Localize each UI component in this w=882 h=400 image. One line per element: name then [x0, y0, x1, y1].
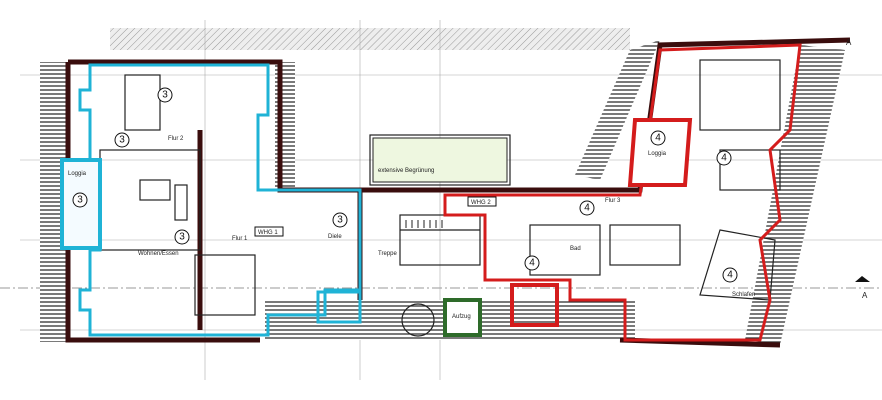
room-label-loggia: Loggia: [68, 171, 87, 177]
unit-number-4: 4: [529, 258, 535, 269]
balcony-unit-4: [510, 283, 559, 327]
unit-1-label: WHG 1: [258, 230, 278, 236]
room-label-diele: Diele: [328, 234, 342, 240]
balcony-unit-3: [316, 290, 362, 324]
room-label-hall-3: Flur 3: [605, 198, 621, 204]
section-arrow-icon: [855, 276, 870, 282]
unit-number-4: 4: [727, 270, 733, 281]
unit-4-outline: [443, 43, 802, 342]
loggia-right: [627, 118, 693, 187]
room-label-hall-1: Flur 1: [232, 236, 248, 242]
room-label-bath: Bad: [570, 246, 581, 252]
unit-2-tag: [467, 196, 497, 207]
unit-3-outline: [78, 63, 362, 337]
unit-number-markers: [72, 87, 738, 283]
unit-number-4: 4: [584, 203, 590, 214]
facade-right: [745, 45, 845, 345]
unit-number-3: 3: [162, 90, 168, 101]
green-roof-label: extensive Begrünung: [378, 168, 434, 174]
room-label-bedroom: Schlafen: [732, 292, 755, 298]
staircase: [399, 220, 443, 228]
room-label-loggia: Loggia: [648, 151, 667, 157]
facade-right-upper: [575, 40, 660, 180]
room-label-lift: Aufzug: [452, 314, 471, 320]
section-marker: A: [846, 38, 852, 47]
unit-number-3: 3: [179, 232, 185, 243]
unit-1-tag: [254, 226, 284, 237]
unit-number-4: 4: [721, 153, 727, 164]
unit-number-3: 3: [119, 135, 125, 146]
unit-number-3: 3: [337, 215, 343, 226]
neighbor-building: [110, 28, 630, 50]
room-label-stair: Treppe: [378, 251, 397, 257]
elevator: [443, 298, 482, 337]
section-marker: A: [862, 291, 868, 300]
room-label-hall-2: Flur 2: [168, 136, 184, 142]
unit-2-label: WHG 2: [471, 200, 491, 206]
room-label-living: Wohnen/Essen: [138, 251, 179, 257]
unit-number-3: 3: [77, 195, 83, 206]
green-roof: [372, 137, 508, 183]
unit-number-4: 4: [655, 133, 661, 144]
